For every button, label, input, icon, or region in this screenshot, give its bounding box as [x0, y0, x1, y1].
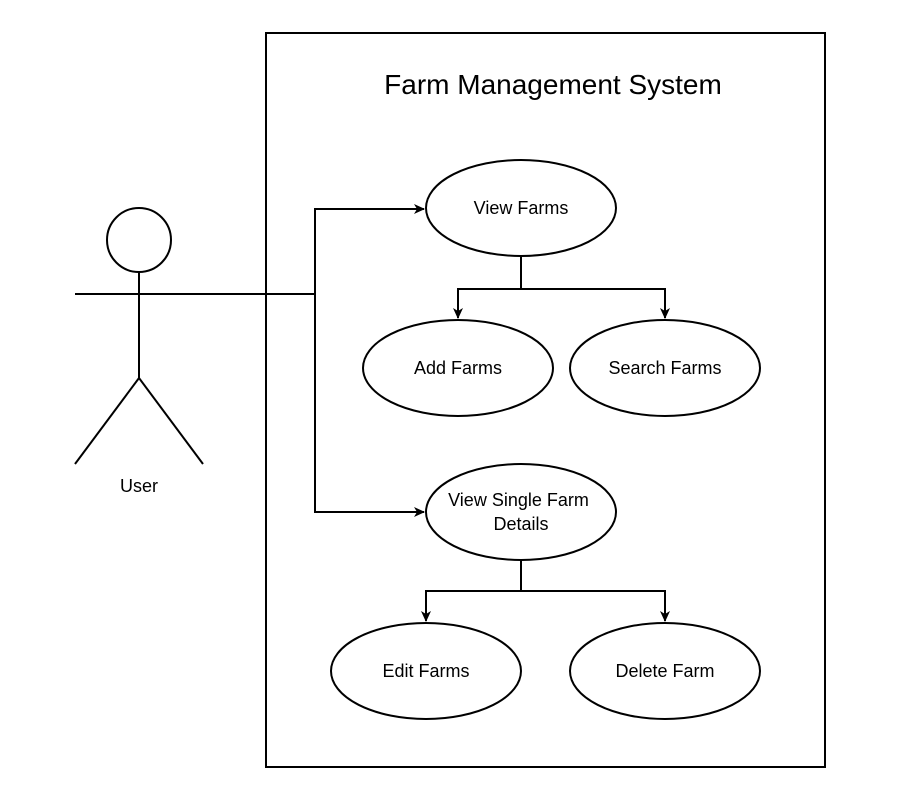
use-case-view-farms[interactable]: View Farms	[425, 159, 617, 257]
use-case-edit-farms-label: Edit Farms	[382, 661, 469, 681]
actor-user: User	[74, 207, 204, 496]
actor-right-leg	[138, 377, 204, 465]
connector-view-farms-add	[453, 257, 522, 319]
use-case-view-single-farm-line2: Details	[493, 514, 548, 534]
connector-single-farm-delete	[521, 590, 670, 622]
actor-label: User	[120, 476, 158, 496]
use-case-view-single-farm-label: View Single Farm Details	[448, 490, 594, 534]
use-case-view-farms-label: View Farms	[474, 198, 569, 218]
use-case-edit-farms[interactable]: Edit Farms	[330, 622, 522, 720]
connector-user-view-single-farm	[314, 294, 425, 517]
use-case-add-farms-label: Add Farms	[414, 358, 502, 378]
use-case-search-farms-label: Search Farms	[608, 358, 721, 378]
use-case-add-farms[interactable]: Add Farms	[362, 319, 554, 417]
actor-head	[106, 207, 172, 273]
use-case-view-single-farm[interactable]: View Single Farm Details	[425, 463, 617, 561]
use-case-delete-farm-label: Delete Farm	[615, 661, 714, 681]
system-boundary	[265, 32, 826, 768]
use-case-view-single-farm-line1: View Single Farm	[448, 490, 589, 510]
connector-view-farms-search	[521, 288, 670, 319]
connector-user-view-farms	[314, 204, 425, 294]
actor-left-leg	[74, 377, 140, 465]
system-title: Farm Management System	[384, 69, 722, 100]
connector-single-farm-edit	[421, 560, 522, 622]
use-case-search-farms[interactable]: Search Farms	[569, 319, 761, 417]
use-case-delete-farm[interactable]: Delete Farm	[569, 622, 761, 720]
